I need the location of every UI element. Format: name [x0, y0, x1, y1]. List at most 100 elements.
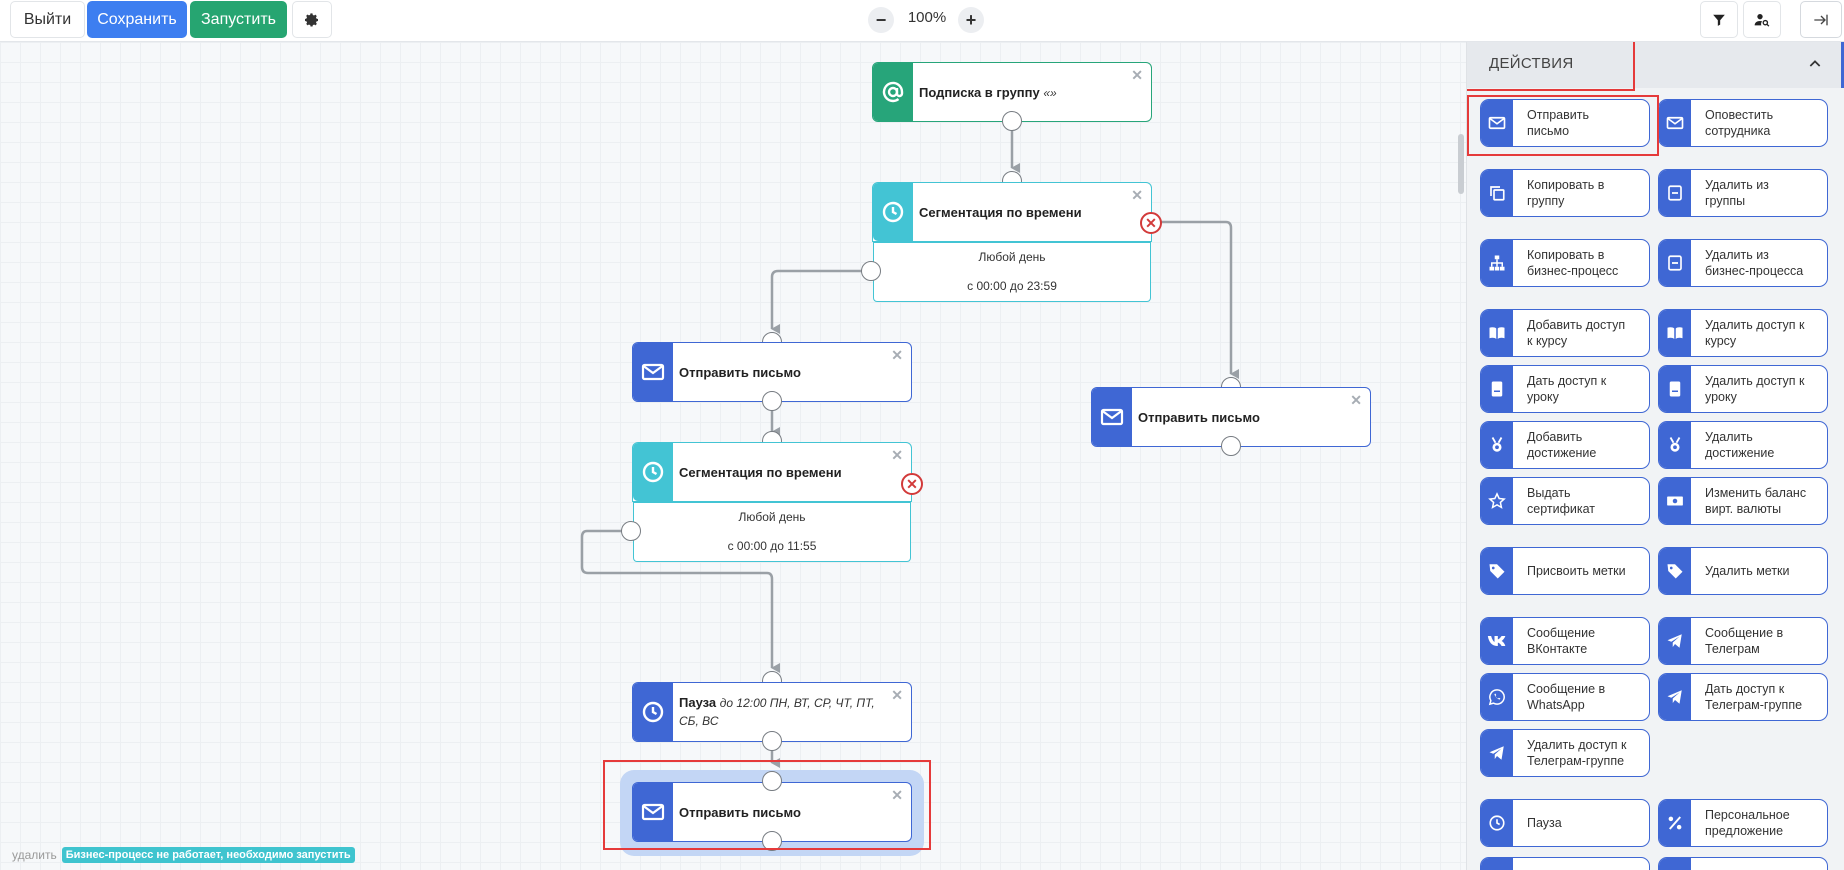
process-canvas[interactable]: Подписка в группу «» ✕ Сегментация по вр…: [0, 42, 1466, 870]
mail-icon: [1100, 408, 1124, 426]
zoom-level: 100%: [907, 9, 947, 26]
action-copy-to-group[interactable]: Копировать в группу: [1480, 169, 1650, 217]
action-remove-telegram-group-access[interactable]: Удалить доступ к Телеграм-группе: [1480, 729, 1650, 777]
action-give-lesson-access[interactable]: Дать доступ к уроку: [1480, 365, 1650, 413]
action-add-achievement[interactable]: Добавить достижение: [1480, 421, 1650, 469]
action-label: Изменить баланс вирт. валюты: [1705, 486, 1807, 516]
connector-seg1-no-to-mail-right: [1151, 220, 1239, 379]
sidebar-scroll-indicator: [1841, 42, 1844, 88]
output-port[interactable]: [1002, 111, 1022, 131]
mail-icon: [1488, 116, 1506, 130]
status-badge: Бизнес-процесс не работает, необходимо з…: [61, 847, 355, 863]
user-search-button[interactable]: [1743, 1, 1781, 38]
lesson-icon: [1669, 381, 1681, 397]
no-match-port[interactable]: ✕: [901, 473, 923, 495]
action-remove-course-access[interactable]: Удалить доступ к курсу: [1658, 309, 1828, 357]
action-label: Удалить из группы: [1705, 178, 1769, 208]
clock-icon: [882, 201, 904, 223]
minus-box-icon: [1668, 255, 1682, 271]
gear-icon: [305, 12, 318, 27]
node-title: Пауза: [679, 695, 717, 710]
action-partial-1[interactable]: [1480, 857, 1650, 870]
output-port[interactable]: [762, 731, 782, 751]
lesson-icon: [1491, 381, 1503, 397]
action-issue-certificate[interactable]: Выдать сертификат: [1480, 477, 1650, 525]
close-icon[interactable]: ✕: [891, 447, 903, 463]
no-match-port[interactable]: ✕: [1140, 212, 1162, 234]
output-port[interactable]: [762, 831, 782, 851]
action-label: Удалить доступ к уроку: [1705, 374, 1805, 404]
run-button[interactable]: Запустить: [190, 1, 287, 38]
action-personal-offer[interactable]: Персональное предложение: [1658, 799, 1828, 847]
action-label: Добавить достижение: [1527, 430, 1597, 460]
close-icon[interactable]: ✕: [891, 787, 903, 803]
output-port[interactable]: [762, 391, 782, 411]
action-pause[interactable]: Пауза: [1480, 799, 1650, 847]
actions-section-header[interactable]: ДЕЙСТВИЯ: [1467, 42, 1841, 88]
node-title: Сегментация по времени: [679, 464, 842, 480]
close-icon[interactable]: ✕: [1131, 67, 1143, 83]
settings-button[interactable]: [292, 1, 332, 38]
collapse-sidebar-button[interactable]: [1800, 1, 1842, 38]
action-vk-message[interactable]: Сообщение ВКонтакте: [1480, 617, 1650, 665]
action-label: Персональное предложение: [1705, 808, 1790, 838]
condition-time: с 00:00 до 23:59: [967, 279, 1057, 293]
clock-icon: [642, 701, 664, 723]
action-remove-tags[interactable]: Удалить метки: [1658, 547, 1828, 595]
whatsapp-icon: [1488, 689, 1505, 706]
action-give-telegram-group-access[interactable]: Дать доступ к Телеграм-группе: [1658, 673, 1828, 721]
telegram-icon: [1667, 634, 1682, 648]
condition-output-port[interactable]: [621, 521, 641, 541]
action-remove-achievement[interactable]: Удалить достижение: [1658, 421, 1828, 469]
action-remove-from-business-process[interactable]: Удалить из бизнес-процесса: [1658, 239, 1828, 287]
close-icon[interactable]: ✕: [891, 687, 903, 703]
segmentation-condition[interactable]: Любой день с 00:00 до 11:55: [633, 502, 911, 562]
action-change-virtual-balance[interactable]: Изменить баланс вирт. валюты: [1658, 477, 1828, 525]
exit-button[interactable]: Выйти: [10, 1, 85, 38]
mail-icon: [1666, 116, 1684, 130]
user-search-icon: [1754, 13, 1770, 27]
save-button[interactable]: Сохранить: [87, 1, 187, 38]
action-send-email[interactable]: Отправить письмо: [1480, 99, 1650, 147]
action-whatsapp-message[interactable]: Сообщение в WhatsApp: [1480, 673, 1650, 721]
node-send-email-selected[interactable]: Отправить письмо ✕: [632, 782, 912, 842]
action-add-course-access[interactable]: Добавить доступ к курсу: [1480, 309, 1650, 357]
zoom-in-button[interactable]: +: [958, 7, 984, 33]
close-icon[interactable]: ✕: [891, 347, 903, 363]
action-copy-to-business-process[interactable]: Копировать в бизнес-процесс: [1480, 239, 1650, 287]
action-notify-employee[interactable]: Оповестить сотрудника: [1658, 99, 1828, 147]
action-label: Оповестить сотрудника: [1705, 108, 1774, 138]
medal-icon: [1669, 437, 1681, 452]
canvas-vertical-scrollbar[interactable]: [1456, 84, 1466, 870]
action-label: Дать доступ к Телеграм-группе: [1705, 682, 1803, 712]
filter-icon: [1713, 14, 1725, 26]
mail-icon: [641, 363, 665, 381]
action-remove-from-group[interactable]: Удалить из группы: [1658, 169, 1828, 217]
segmentation-condition[interactable]: Любой день с 00:00 до 23:59: [873, 242, 1151, 302]
close-icon[interactable]: ✕: [1350, 392, 1362, 408]
node-segmentation-time-2[interactable]: Сегментация по времени ✕: [632, 442, 912, 502]
condition-output-port[interactable]: [861, 261, 881, 281]
node-title: Подписка в группу: [919, 84, 1040, 100]
close-icon[interactable]: ✕: [1131, 187, 1143, 203]
input-port[interactable]: [762, 771, 782, 791]
action-telegram-message[interactable]: Сообщение в Телеграм: [1658, 617, 1828, 665]
node-title: Отправить письмо: [679, 364, 801, 380]
filter-button[interactable]: [1700, 1, 1738, 38]
node-subtitle: до 12:00 ПН, ВТ, СР, ЧТ, ПТ, СБ, ВС: [679, 696, 875, 728]
output-port[interactable]: [1221, 436, 1241, 456]
medal-icon: [1491, 437, 1503, 452]
condition-time: с 00:00 до 11:55: [727, 539, 817, 553]
action-assign-tags[interactable]: Присвоить метки: [1480, 547, 1650, 595]
chevron-up-icon[interactable]: [1807, 56, 1823, 72]
money-icon: [1667, 496, 1683, 506]
action-label: Удалить из бизнес-процесса: [1705, 248, 1804, 278]
node-segmentation-time-1[interactable]: Сегментация по времени ✕: [872, 182, 1152, 242]
action-remove-lesson-access[interactable]: Удалить доступ к уроку: [1658, 365, 1828, 413]
action-partial-2[interactable]: [1658, 857, 1828, 870]
connector-seg1-to-mail1: [770, 269, 871, 334]
delete-link[interactable]: удалить: [12, 848, 57, 862]
zoom-out-button[interactable]: −: [868, 7, 894, 33]
action-label: Копировать в группу: [1527, 178, 1605, 208]
condition-day: Любой день: [738, 510, 806, 524]
